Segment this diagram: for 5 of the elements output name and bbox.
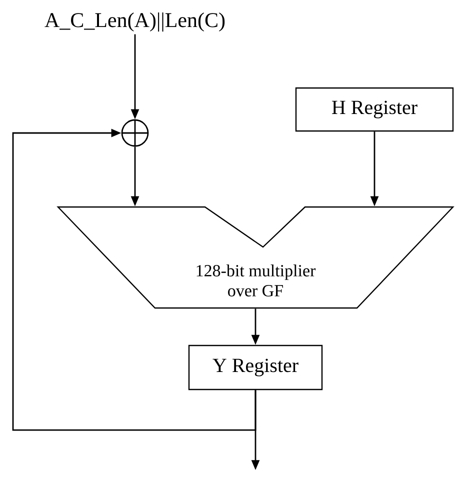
input-label: A_C_Len(A)||Len(C) (44, 12, 225, 32)
arrow (12, 128, 256, 431)
register-box: Y Register (188, 344, 323, 390)
register-box: H Register (295, 87, 454, 132)
xor-symbol (121, 119, 149, 147)
